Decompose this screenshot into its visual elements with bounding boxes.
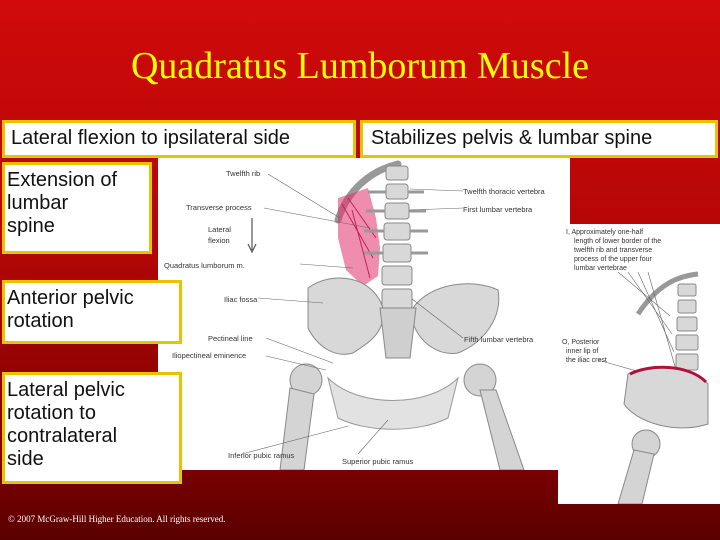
label-twelfth-rib: Twelfth rib bbox=[226, 169, 260, 178]
label-inferior-pubic: Inferior pubic ramus bbox=[228, 451, 295, 460]
copyright-footer: © 2007 McGraw-Hill Higher Education. All… bbox=[8, 514, 226, 524]
note-insertion-3: twelfth rib and transverse bbox=[574, 247, 652, 254]
action-lateral-rotation-3: contralateral bbox=[7, 425, 118, 447]
note-origin-1: O, Posterior bbox=[562, 339, 600, 346]
note-insertion-4: process of the upper four bbox=[574, 256, 652, 263]
action-anterior-2: rotation bbox=[7, 310, 74, 332]
label-iliopectineal: Iliopectineal eminence bbox=[172, 351, 246, 360]
label-transverse-process: Transverse process bbox=[186, 203, 252, 212]
note-origin-3: the iliac crest bbox=[566, 357, 607, 364]
anatomy-figure-main: Twelfth rib Transverse process Lateral f… bbox=[158, 158, 570, 471]
action-anterior-1: Anterior pelvic bbox=[7, 287, 134, 309]
action-extension-3: spine bbox=[7, 215, 55, 237]
action-lateral-rotation-2: rotation to bbox=[7, 402, 96, 424]
note-origin-2: inner lip of bbox=[566, 348, 598, 355]
label-iliac-fossa: Iliac fossa bbox=[224, 295, 258, 304]
action-stabilizes: Stabilizes pelvis & lumbar spine bbox=[371, 127, 653, 149]
label-pectineal-line: Pectineal line bbox=[208, 334, 253, 343]
action-extension-1: Extension of bbox=[7, 169, 118, 191]
note-insertion-2: length of lower border of the bbox=[574, 238, 661, 245]
action-extension-2: lumbar bbox=[7, 192, 69, 214]
slide-title: Quadratus Lumborum Muscle bbox=[130, 45, 590, 87]
anatomy-figure-secondary: I, Approximately one-half length of lowe… bbox=[558, 224, 720, 505]
action-box-anterior-rotation: Anterior pelvic rotation bbox=[2, 280, 182, 344]
label-superior-pubic: Superior pubic ramus bbox=[342, 457, 414, 466]
label-flexion: flexion bbox=[208, 236, 230, 245]
label-quadratus: Quadratus lumborum m. bbox=[164, 261, 245, 270]
action-lateral-flexion: Lateral flexion to ipsilateral side bbox=[11, 127, 291, 149]
action-box-stabilizes: Stabilizes pelvis & lumbar spine bbox=[360, 120, 718, 158]
label-fifth-lumbar: Fifth lumbar vertebra bbox=[464, 335, 534, 344]
label-lateral: Lateral bbox=[208, 225, 231, 234]
page-number: 57 bbox=[694, 481, 708, 496]
action-box-lateral-rotation: Lateral pelvic rotation to contralateral… bbox=[2, 372, 182, 484]
action-box-lateral-flexion: Lateral flexion to ipsilateral side bbox=[2, 120, 356, 158]
action-lateral-rotation-4: side bbox=[7, 448, 44, 470]
action-lateral-rotation-1: Lateral pelvic bbox=[7, 379, 125, 401]
note-insertion-1: I, Approximately one-half bbox=[566, 229, 643, 236]
note-insertion-5: lumbar vertebrae bbox=[574, 265, 627, 272]
label-twelfth-thoracic: Twelfth thoracic vertebra bbox=[463, 187, 546, 196]
label-first-lumbar: First lumbar vertebra bbox=[463, 205, 533, 214]
action-box-extension: Extension of lumbar spine bbox=[2, 162, 152, 254]
